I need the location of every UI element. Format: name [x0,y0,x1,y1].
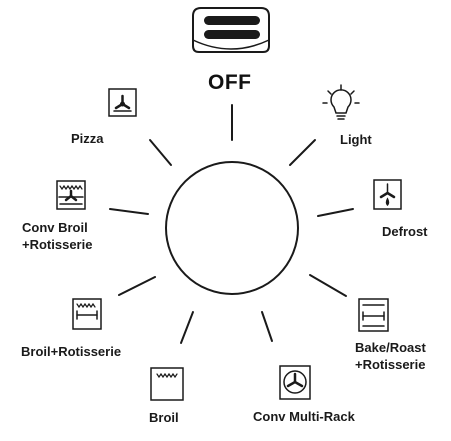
mode-label-conv-multi-rack: Conv Multi-Rack [253,408,355,425]
oven-door-handle-icon [192,7,270,53]
tick-broil-rotisserie [118,276,156,296]
conv-multi-rack-icon [279,365,311,400]
mode-label-conv-multi-rack-text: Conv Multi-Rack [253,409,355,424]
off-label: OFF [208,71,252,94]
mode-label-bake-roast-line1: Bake/Roast [355,340,426,355]
mode-label-conv-broil-line1: Conv Broil [22,220,88,235]
tick-conv-multi-rack [261,311,273,342]
broil-icon [150,367,184,401]
mode-label-defrost-text: Defrost [382,224,428,239]
tick-bake-roast [309,274,347,297]
mode-label-conv-broil-rotisserie: Conv Broil +Rotisserie [22,219,92,253]
tick-pizza [149,139,172,166]
tick-defrost [317,208,354,217]
mode-label-broil-text: Broil [149,410,179,425]
conv-broil-rotisserie-icon [56,180,86,210]
tick-broil [180,311,194,344]
mode-label-broil-rotisserie: Broil+Rotisserie [21,343,121,360]
mode-label-bake-roast-rotisserie: Bake/Roast +Rotisserie [355,339,426,373]
mode-label-pizza-text: Pizza [71,131,104,146]
tick-light [289,139,316,166]
light-bulb-icon [322,84,360,120]
mode-label-conv-broil-line2: +Rotisserie [22,237,93,252]
mode-label-broil: Broil [149,409,179,426]
dial-circle [165,161,299,295]
mode-label-broil-rotisserie-text: Broil+Rotisserie [21,344,122,359]
bake-roast-rotisserie-icon [358,298,389,332]
mode-label-light-text: Light [340,132,372,147]
tick-conv-broil [109,208,149,215]
broil-rotisserie-icon [72,298,102,330]
mode-label-defrost: Defrost [382,223,428,240]
mode-label-light: Light [340,131,372,148]
pizza-fan-bottom-icon [108,88,137,117]
mode-label-bake-roast-line2: +Rotisserie [355,357,426,372]
defrost-icon [373,179,402,210]
mode-label-pizza: Pizza [71,130,104,147]
